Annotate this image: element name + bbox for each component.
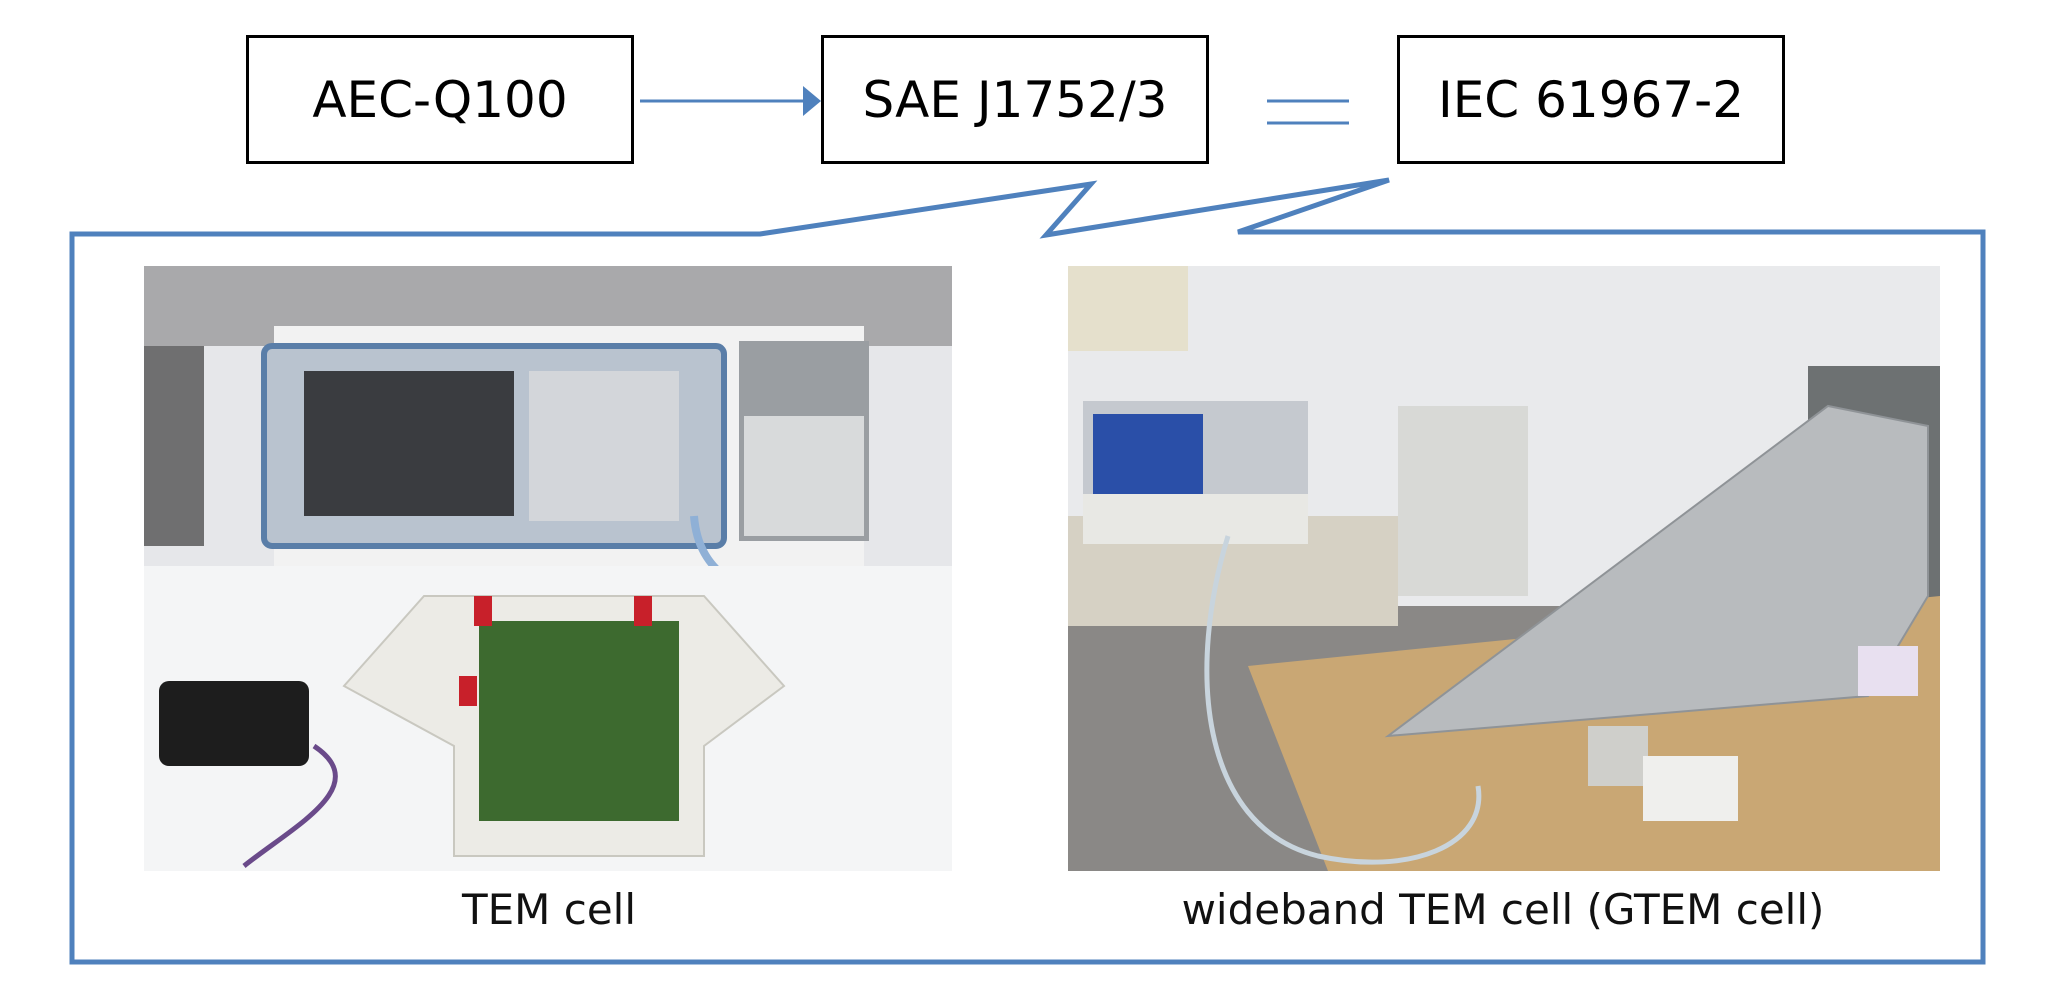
- tem-cell-image: [144, 266, 952, 871]
- caption-gtem-cell: wideband TEM cell (GTEM cell): [1181, 885, 1825, 934]
- caption-tem-cell: TEM cell: [461, 885, 637, 934]
- tem-cell-photo: [144, 266, 952, 871]
- callout-frame: [69, 177, 1986, 965]
- standard-box-aec-q100: AEC-Q100: [246, 35, 634, 164]
- gtem-cell-photo: [1068, 266, 1940, 871]
- arrow-head-icon: [803, 86, 821, 116]
- standard-box-sae-j1752: SAE J1752/3: [821, 35, 1209, 164]
- standard-label: AEC-Q100: [312, 70, 568, 129]
- standard-label: SAE J1752/3: [862, 70, 1168, 129]
- standard-box-iec-61967: IEC 61967-2: [1397, 35, 1785, 164]
- standard-label: IEC 61967-2: [1437, 70, 1745, 129]
- gtem-cell-image: [1068, 266, 1940, 871]
